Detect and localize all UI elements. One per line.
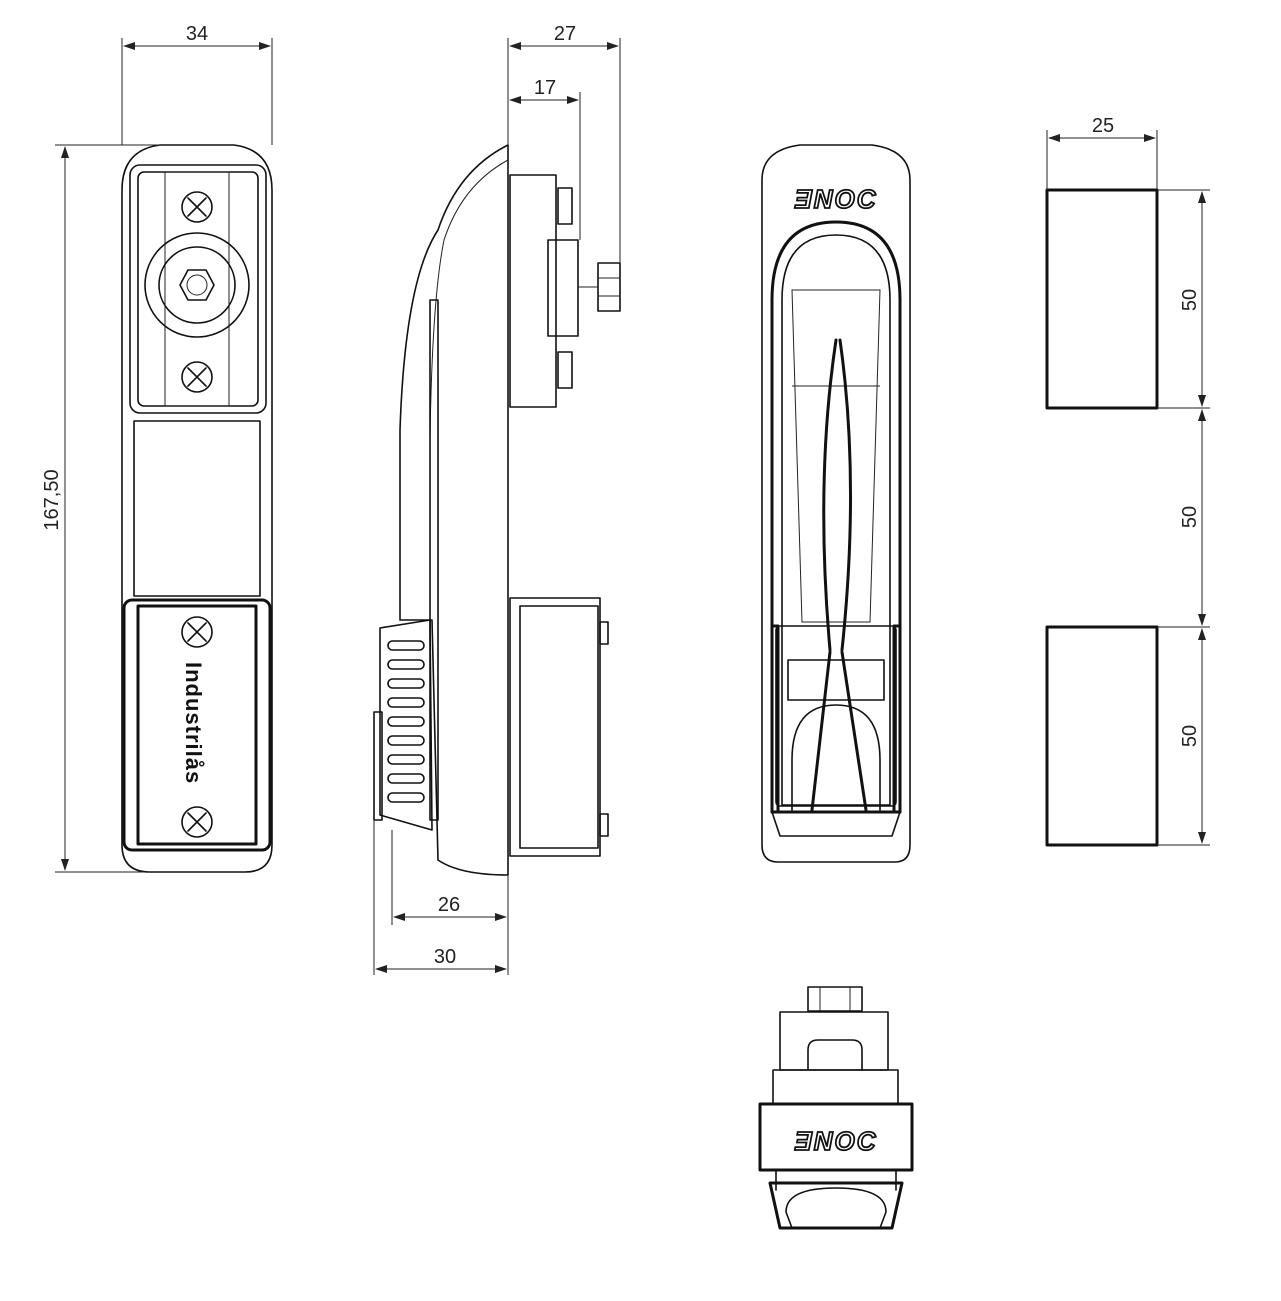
brand-logo: ƎNOC xyxy=(794,1126,877,1156)
brand-logo: ƎNOC xyxy=(794,184,877,214)
dimension-front-height: 167,50 xyxy=(41,144,160,873)
dimension-label: 34 xyxy=(186,23,208,45)
side-view xyxy=(373,144,621,876)
grip-ridges xyxy=(387,640,425,803)
dimension-side-bottom-inner: 26 xyxy=(391,830,509,975)
dimension-label: 167,50 xyxy=(41,469,63,530)
screw-icon xyxy=(181,361,213,393)
dimension-side-depth-body: 17 xyxy=(509,77,581,240)
front-view: Industrilås xyxy=(121,144,273,873)
dimension-front-width: 34 xyxy=(121,23,273,145)
cam-lock-icon xyxy=(144,232,250,338)
screw-icon xyxy=(181,616,213,648)
cutout-template xyxy=(1045,188,1159,847)
dimension-label: 27 xyxy=(554,23,576,45)
screw-icon xyxy=(181,191,213,223)
dimension-side-bottom-outer: 30 xyxy=(373,820,507,975)
dimension-label: 26 xyxy=(438,894,460,916)
handle-view: ƎNOC xyxy=(761,144,911,863)
panel-label: Industrilås xyxy=(181,662,206,784)
screw-icon xyxy=(181,806,213,838)
dimension-label: 25 xyxy=(1092,115,1114,137)
dimension-label: 17 xyxy=(534,77,556,99)
dimension-cutout-heights: 50 50 50 xyxy=(1157,189,1210,846)
dimension-side-depth-total: 27 xyxy=(507,23,621,263)
dimension-label: 50 xyxy=(1179,289,1201,311)
dimension-label: 30 xyxy=(434,946,456,968)
dimension-label: 50 xyxy=(1179,725,1201,747)
top-view: ƎNOC xyxy=(758,986,914,1230)
dimension-label: 50 xyxy=(1179,506,1201,528)
dimension-cutout-width: 25 xyxy=(1046,115,1158,190)
